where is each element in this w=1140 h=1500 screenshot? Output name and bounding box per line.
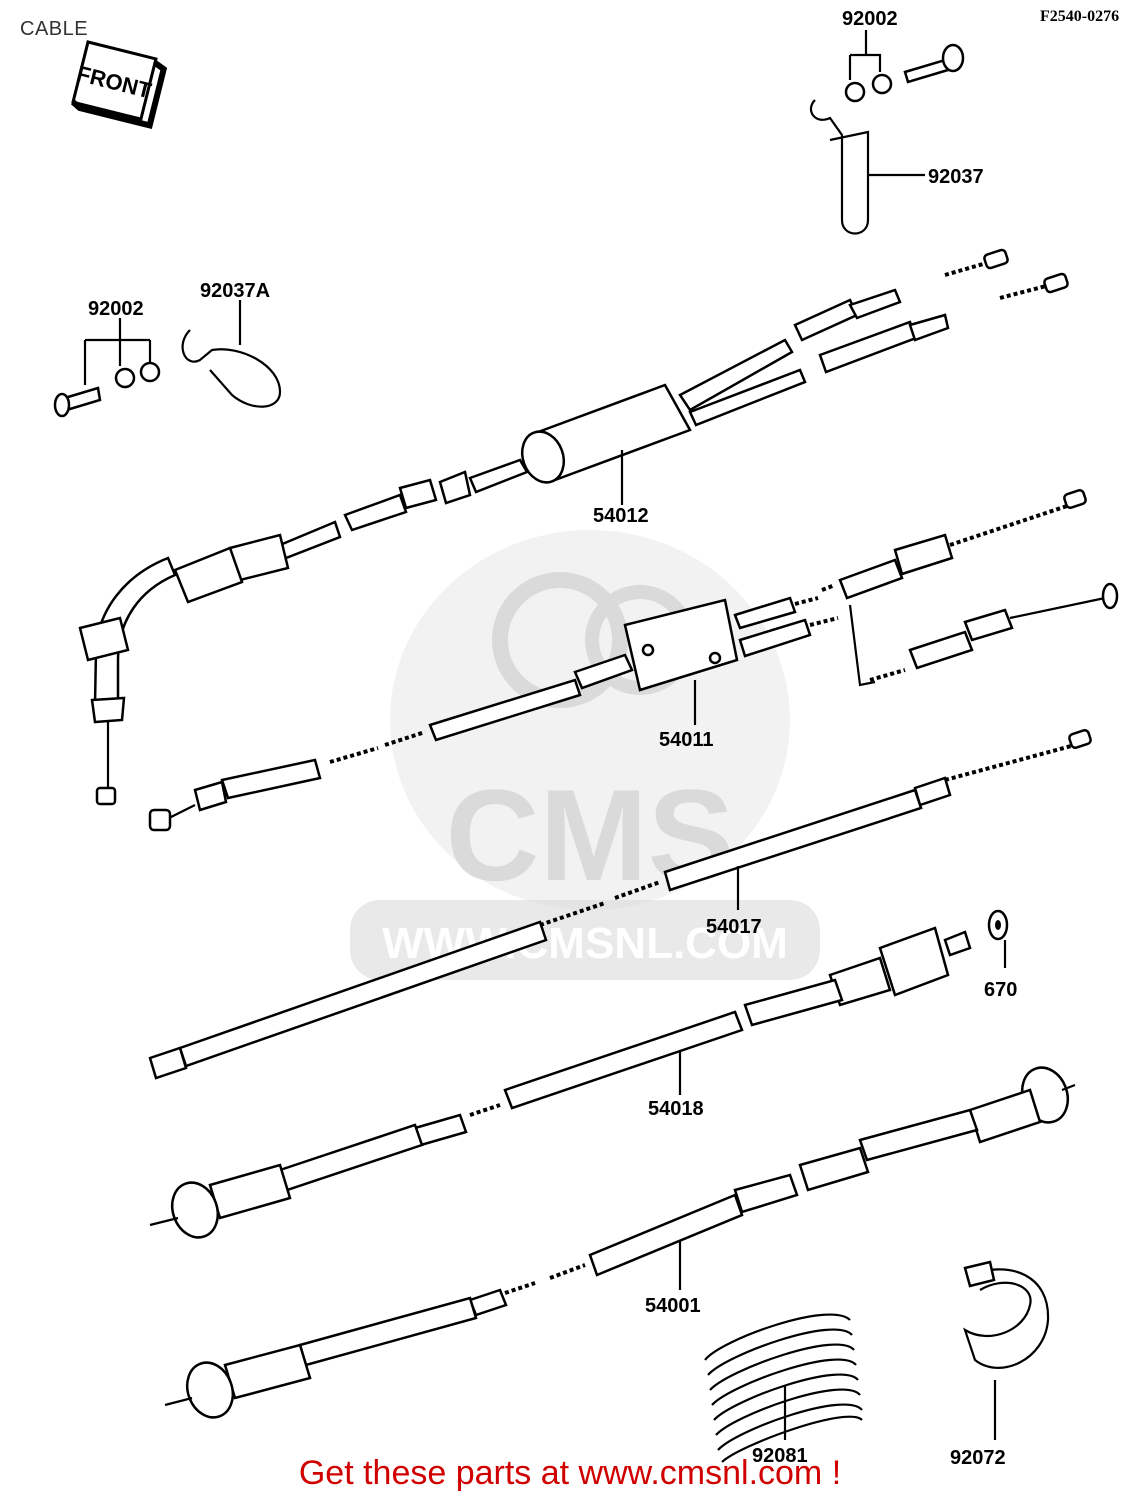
label-92037A: 92037A [200,280,270,302]
label-54011: 54011 [659,729,714,751]
spring-92081 [704,1313,863,1463]
watermark-brand: CMS [446,762,735,908]
band-clip-92072 [963,1260,1050,1440]
label-92037: 92037 [928,166,984,188]
washer-670 [987,909,1009,968]
label-92002-left: 92002 [88,298,144,320]
cable-clamp-92037 [809,99,925,235]
cms-watermark: CMS WWW.CMSNL.COM [350,530,820,980]
throttle-cable-54012 [78,248,1069,806]
cable-clamp-92037A [181,300,282,408]
label-92072: 92072 [950,1447,1006,1469]
label-670: 670 [984,979,1017,1001]
figure-code: F2540-0276 [1040,8,1120,25]
diagram-title: CABLE [20,18,89,40]
label-54018: 54018 [648,1098,704,1120]
footer-link-text[interactable]: Get these parts at www.cmsnl.com ! [298,1454,842,1492]
bolt-washer-set-left [53,318,161,418]
label-54012: 54012 [593,505,649,527]
label-92081: 92081 [752,1445,808,1467]
splitter-cable-54011 [148,489,1119,832]
bolt-washer-set-top [844,30,965,103]
tachometer-cable-54001 [164,1066,1076,1419]
label-54017: 54017 [706,916,762,938]
label-54001: 54001 [645,1295,701,1317]
label-92002-top: 92002 [842,8,898,30]
front-tag: FRONT [71,40,168,130]
choke-cable-54017 [148,729,1092,1080]
speedometer-cable-54018 [149,926,972,1239]
